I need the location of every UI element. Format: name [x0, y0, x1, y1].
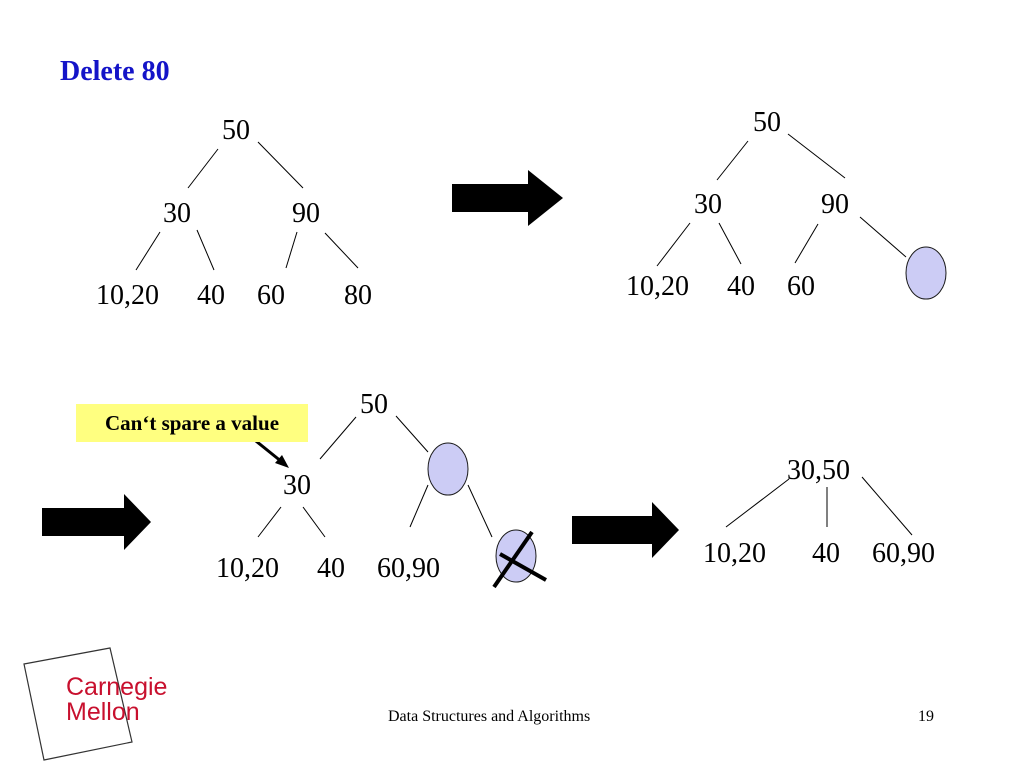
edge [285, 231, 298, 269]
node-left: 30 [283, 470, 311, 501]
leaf-node-deleted-value: 80 [344, 280, 372, 311]
logo-line1: Carnegie [66, 673, 167, 701]
cross-out-icon [492, 530, 547, 589]
page-number: 19 [918, 708, 934, 725]
right-arrow-icon [42, 494, 151, 550]
slide-title: Delete 80 [60, 56, 170, 87]
node-left: 30 [694, 189, 722, 220]
carnegie-mellon-logo: Carnegie Mellon [23, 647, 167, 761]
edge [861, 476, 913, 536]
edge [718, 222, 742, 265]
node-right: 90 [292, 198, 320, 229]
logo-tilted-box [23, 647, 133, 761]
logo-line2: Mellon [66, 698, 140, 726]
tree-after-removal [656, 133, 907, 267]
node-root: 30,50 [787, 455, 850, 486]
leaf-node: 40 [317, 553, 345, 584]
leaf-node: 10,20 [703, 538, 766, 569]
empty-node-circle [905, 246, 947, 300]
node-left: 30 [163, 198, 191, 229]
tree-underflow [257, 415, 493, 538]
leaf-node: 60,90 [872, 538, 935, 569]
leaf-node: 10,20 [96, 280, 159, 311]
empty-node-circle [427, 442, 469, 496]
edge [257, 141, 304, 189]
node-root: 50 [222, 115, 250, 146]
leaf-node: 40 [812, 538, 840, 569]
leaf-node: 60 [257, 280, 285, 311]
right-arrow-icon [572, 502, 679, 558]
leaf-node: 40 [727, 271, 755, 302]
edge [859, 216, 907, 258]
edge [409, 484, 429, 528]
node-root: 50 [753, 107, 781, 138]
node-root: 50 [360, 389, 388, 420]
tree-merged [725, 476, 913, 536]
edge [196, 229, 215, 271]
edge [324, 232, 359, 269]
edge [787, 133, 846, 179]
edge [725, 478, 790, 528]
edge [257, 506, 282, 538]
leaf-node: 10,20 [626, 271, 689, 302]
edge [794, 223, 819, 264]
callout-box: Can‘t spare a value [76, 404, 308, 442]
edge [319, 416, 357, 460]
edge [135, 231, 161, 271]
edge [467, 484, 493, 538]
edge [187, 148, 219, 189]
leaf-node: 60,90 [377, 553, 440, 584]
leaf-node: 40 [197, 280, 225, 311]
edge [302, 506, 326, 538]
tree-before-delete [135, 141, 359, 271]
right-arrow-icon [452, 170, 563, 226]
edge [656, 222, 691, 267]
edge [716, 140, 749, 181]
footer-course-title: Data Structures and Algorithms [388, 708, 591, 725]
edge [395, 415, 429, 453]
leaf-node: 10,20 [216, 553, 279, 584]
leaf-node: 60 [787, 271, 815, 302]
node-right: 90 [821, 189, 849, 220]
